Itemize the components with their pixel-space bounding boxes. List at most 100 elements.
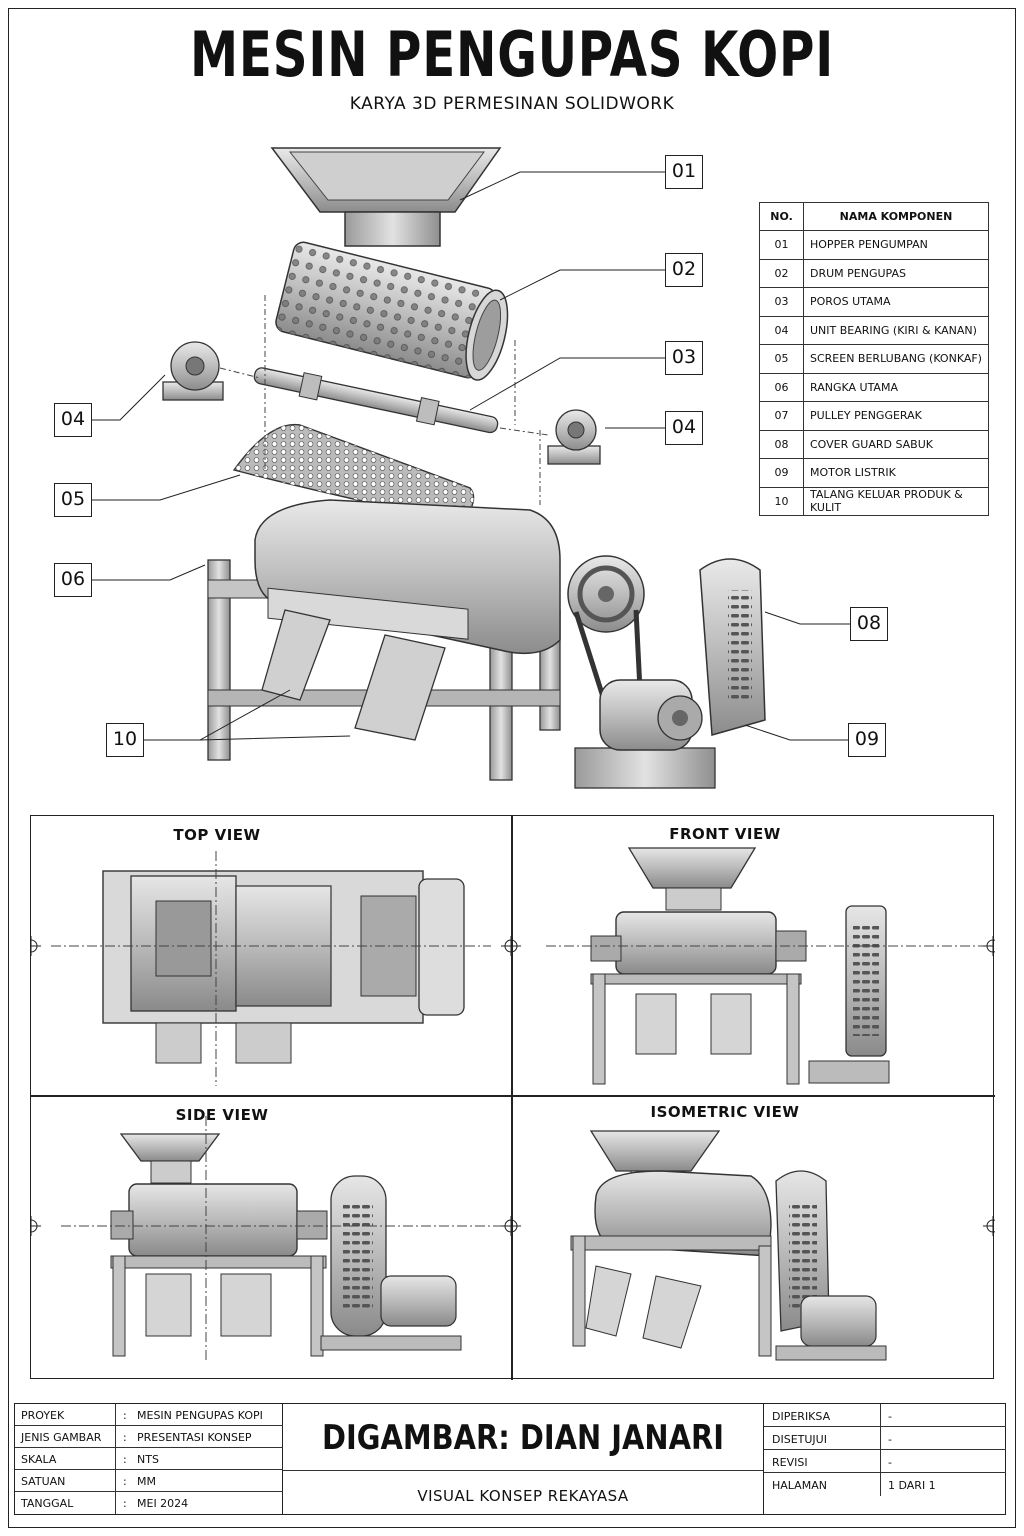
callout-05: 05 (54, 483, 92, 517)
info-value: MEI 2024 (137, 1497, 189, 1510)
info-value: PRESENTASI KONSEP (137, 1431, 252, 1444)
views-panel: TOP VIEW FRONT VIEW SIDE VIEW ISOMETRIC … (30, 815, 995, 1380)
col-header-name: NAMA KOMPONEN (803, 202, 989, 231)
callout-09: 09 (848, 723, 886, 757)
title-block: PROYEK : MESIN PENGUPAS KOPI JENIS GAMBA… (14, 1403, 1006, 1515)
approval-key: REVISI (772, 1456, 808, 1469)
title-block-info: PROYEK : MESIN PENGUPAS KOPI JENIS GAMBA… (15, 1404, 283, 1514)
callout-10: 10 (106, 723, 144, 757)
concept-label: VISUAL KONSEP REKAYASA (417, 1487, 629, 1505)
isometric-view-drawing (570, 1130, 887, 1361)
approval-value: 1 DARI 1 (888, 1479, 936, 1492)
part-no: 03 (759, 287, 804, 317)
views-drawings (31, 847, 995, 1361)
info-key: PROYEK (21, 1409, 65, 1422)
info-key: SKALA (21, 1453, 57, 1466)
info-row-tanggal: TANGGAL : MEI 2024 (15, 1492, 283, 1514)
callout-04-right: 04 (665, 411, 703, 445)
part-name: MOTOR LISTRIK (803, 458, 989, 488)
part-name: TALANG KELUAR PRODUK & KULIT (803, 486, 989, 516)
part-name: PULLEY PENGGERAK (803, 401, 989, 431)
part-name: POROS UTAMA (803, 287, 989, 317)
info-row-satuan: SATUAN : MM (15, 1470, 283, 1492)
callout-03: 03 (665, 341, 703, 375)
motor-part (574, 679, 716, 789)
part-no: 07 (759, 401, 804, 431)
part-no: 05 (759, 344, 804, 374)
part-name: UNIT BEARING (KIRI & KANAN) (803, 315, 989, 345)
hopper-part (270, 147, 502, 247)
info-row-skala: SKALA : NTS (15, 1448, 283, 1470)
approval-key: DIPERIKSA (772, 1410, 831, 1423)
author-name: DIGAMBAR: DIAN JANARI (322, 1418, 724, 1458)
approval-key: DISETUJUI (772, 1433, 827, 1446)
info-colon: : (123, 1431, 127, 1444)
page-title: MESIN PENGUPAS KOPI (190, 18, 834, 91)
frame-part (207, 499, 561, 781)
callout-04-left: 04 (54, 403, 92, 437)
approval-row-revisi: REVISI - (764, 1450, 1006, 1473)
side-view-drawing (61, 1116, 501, 1361)
approval-row-diperiksa: DIPERIKSA - (764, 1404, 1006, 1427)
assembly-centerlines (219, 295, 549, 505)
info-colon: : (123, 1497, 127, 1510)
parts-table-header: NO. NAMA KOMPONEN (759, 202, 989, 231)
info-value: NTS (137, 1453, 159, 1466)
callout-06: 06 (54, 563, 92, 597)
approval-row-halaman: HALAMAN 1 DARI 1 (764, 1473, 1006, 1496)
registration-marks (31, 936, 995, 1236)
callout-08: 08 (850, 607, 888, 641)
isometric-view-label: ISOMETRIC VIEW (650, 1103, 800, 1121)
part-name: COVER GUARD SABUK (803, 429, 989, 459)
bearing-left-part (162, 341, 224, 401)
approval-value: - (888, 1456, 892, 1469)
info-key: SATUAN (21, 1475, 66, 1488)
part-name: SCREEN BERLUBANG (KONKAF) (803, 344, 989, 374)
front-view-drawing (546, 847, 986, 1085)
part-no: 04 (759, 315, 804, 345)
part-no: 02 (759, 258, 804, 288)
leader-lines (92, 171, 850, 741)
drum-part (275, 241, 509, 381)
info-colon: : (123, 1475, 127, 1488)
top-view-drawing (51, 851, 491, 1086)
col-header-no: NO. (759, 202, 804, 231)
info-colon: : (123, 1409, 127, 1422)
info-value: MESIN PENGUPAS KOPI (137, 1409, 263, 1422)
info-value: MM (137, 1475, 156, 1488)
exploded-assembly-illustration (92, 147, 850, 789)
part-no: 10 (759, 486, 804, 516)
info-row-jenis-gambar: JENIS GAMBAR : PRESENTASI KONSEP (15, 1426, 283, 1448)
page-subtitle: KARYA 3D PERMESINAN SOLIDWORK (349, 94, 675, 114)
top-view-label: TOP VIEW (173, 826, 261, 844)
part-no: 06 (759, 372, 804, 402)
sheet-border (8, 8, 1016, 1528)
front-view-label: FRONT VIEW (669, 825, 781, 843)
title-block-author: DIGAMBAR: DIAN JANARI VISUAL KONSEP REKA… (283, 1404, 763, 1514)
info-key: JENIS GAMBAR (21, 1431, 102, 1444)
part-no: 08 (759, 429, 804, 459)
part-no: 09 (759, 458, 804, 488)
approval-key: HALAMAN (772, 1479, 827, 1492)
part-no: 01 (759, 230, 804, 260)
info-key: TANGGAL (21, 1497, 74, 1510)
title-block-approval: DIPERIKSA - DISETUJUI - REVISI - HALAMAN… (763, 1404, 1006, 1514)
callout-02: 02 (665, 253, 703, 287)
approval-row-disetujui: DISETUJUI - (764, 1427, 1006, 1450)
approval-value: - (888, 1410, 892, 1423)
info-colon: : (123, 1453, 127, 1466)
part-name: HOPPER PENGUMPAN (803, 230, 989, 260)
approval-value: - (888, 1433, 892, 1446)
side-view-label: SIDE VIEW (175, 1106, 269, 1124)
